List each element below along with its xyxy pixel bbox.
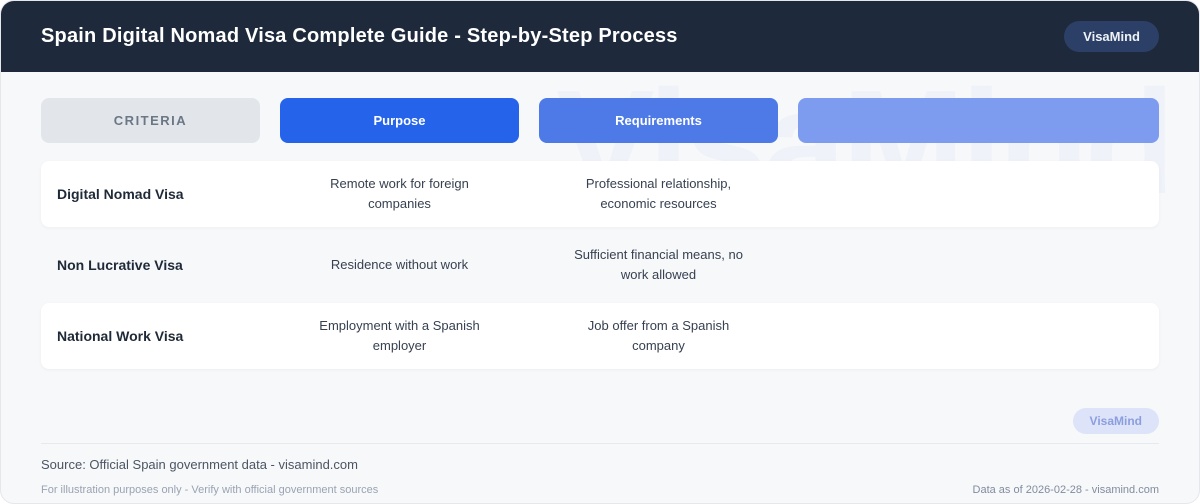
row-criteria-label: National Work Visa (57, 328, 184, 344)
footer-divider (41, 443, 1159, 444)
source-text: Source: Official Spain government data -… (41, 457, 358, 472)
column-button-requirements[interactable]: Requirements (539, 98, 778, 143)
table-row: National Work Visa Employment with a Spa… (41, 303, 1159, 369)
row-requirements-cell: Professional relationship, economic reso… (585, 175, 732, 211)
header-bar: Spain Digital Nomad Visa Complete Guide … (1, 1, 1199, 72)
footer-brand-pill[interactable]: VisaMind (1072, 408, 1159, 434)
disclaimer-text: For illustration purposes only - Verify … (41, 484, 379, 496)
row-extra-cell (798, 255, 1159, 275)
row-requirements-cell: Sufficient financial means, no work allo… (574, 246, 743, 282)
column-header-row: CRITERIA Purpose Requirements (41, 98, 1159, 143)
main-content: VisaMind CRITERIA Purpose Requirements D… (1, 60, 1199, 496)
row-criteria-label: Non Lucrative Visa (57, 257, 183, 273)
row-purpose-cell: Remote work for foreign companies (330, 175, 469, 211)
fine-print-row: For illustration purposes only - Verify … (41, 484, 1159, 496)
column-button-blank[interactable] (798, 98, 1159, 143)
column-button-criteria[interactable]: CRITERIA (41, 98, 260, 143)
page-title: Spain Digital Nomad Visa Complete Guide … (41, 25, 678, 47)
table-row: Non Lucrative Visa Residence without wor… (41, 232, 1159, 298)
row-requirements-cell: Job offer from a Spanish company (587, 317, 730, 353)
row-extra-cell (798, 326, 1159, 346)
data-as-of-text: Data as of 2026-02-28 - visamind.com (972, 484, 1159, 496)
row-criteria-label: Digital Nomad Visa (57, 186, 184, 202)
row-purpose-cell: Residence without work (330, 256, 469, 272)
row-purpose-cell: Employment with a Spanish employer (319, 317, 480, 353)
brand-badge[interactable]: VisaMind (1064, 21, 1159, 52)
row-extra-cell (798, 184, 1159, 204)
table-row: Digital Nomad Visa Remote work for forei… (41, 161, 1159, 227)
footer-brand-area: VisaMind (41, 408, 1159, 434)
column-button-purpose[interactable]: Purpose (280, 98, 519, 143)
